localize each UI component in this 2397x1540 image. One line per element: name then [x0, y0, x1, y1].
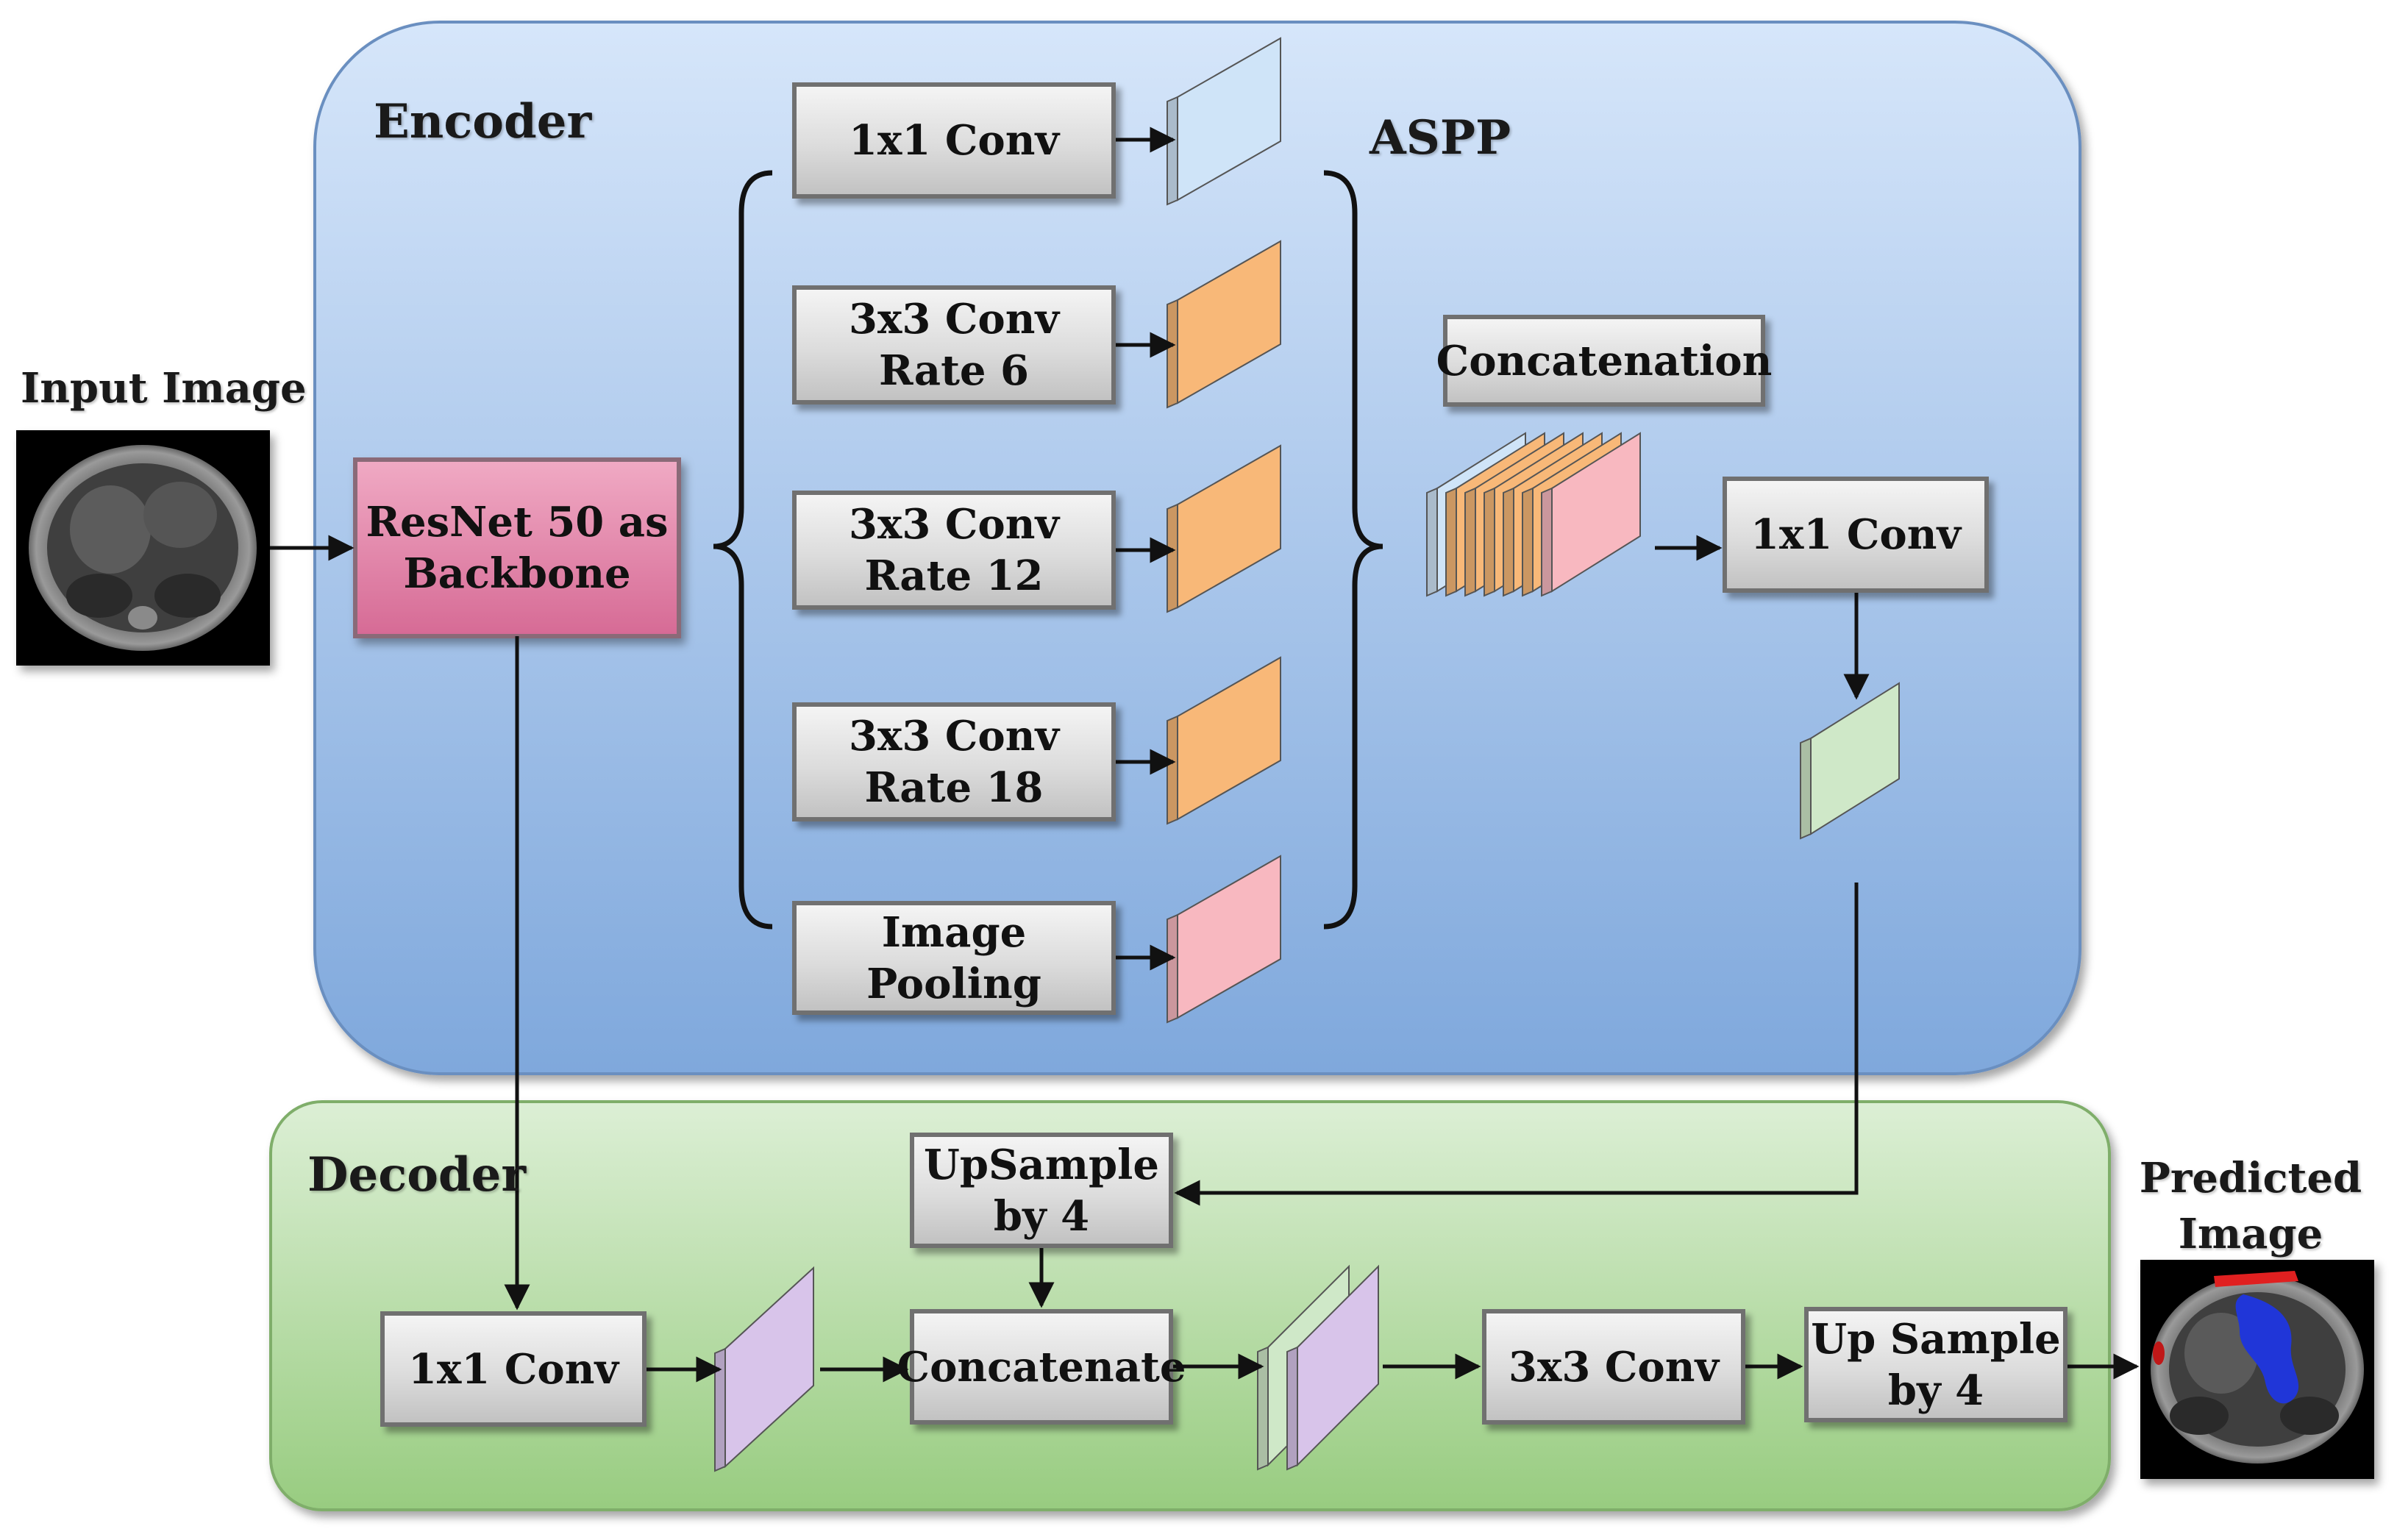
backbone-label: ResNet 50 as Backbone: [366, 498, 669, 598]
aspp-left-brace: [713, 170, 773, 930]
concatenation-block: Concatenation: [1436, 315, 1772, 407]
predicted-mask-blue: [2235, 1294, 2299, 1404]
concatenated-feature-map-7: [1541, 432, 1641, 597]
up-sample-by4-block: Up Sample by 4: [1804, 1307, 2067, 1422]
aspp-3x3-rate6-block: 3x3 Conv Rate 6: [792, 285, 1116, 404]
decoder-3x3-conv-block: 3x3 Conv: [1482, 1309, 1745, 1425]
encoder-output-feature-map: [1800, 682, 1900, 840]
decoder-concat-purple-map: [1286, 1264, 1379, 1471]
predicted-mask-red: [2214, 1271, 2298, 1287]
decoder-panel: [269, 1100, 2111, 1511]
decoder-1x1-conv-block: 1x1 Conv: [380, 1311, 647, 1427]
decoder-label: Decoder: [307, 1147, 527, 1202]
concatenate-block: Concatenate: [897, 1309, 1186, 1425]
aspp-right-brace: [1323, 170, 1383, 930]
upsample-by4-block: UpSample by 4: [910, 1133, 1173, 1248]
predicted-image-label: Predicted Image: [2139, 1154, 2362, 1258]
arrow-encoder-output-to-upsample: [1174, 883, 1859, 1206]
aspp-label: ASPP: [1370, 110, 1511, 165]
predicted-image-thumbnail: [2140, 1260, 2374, 1479]
aspp-1x1-conv-block: 1x1 Conv: [792, 82, 1116, 199]
encoder-1x1-conv-block: 1x1 Conv: [1723, 477, 1989, 593]
aspp-3x3-rate18-block: 3x3 Conv Rate 18: [792, 702, 1116, 821]
image-pooling-block: Image Pooling: [792, 901, 1116, 1015]
aspp-3x3-rate12-block: 3x3 Conv Rate 12: [792, 491, 1116, 610]
image-pooling-feature-map: [1167, 855, 1281, 1024]
encoder-label: Encoder: [374, 94, 592, 149]
input-image-thumbnail: [16, 430, 270, 666]
input-image-label: Input Image: [21, 364, 307, 413]
